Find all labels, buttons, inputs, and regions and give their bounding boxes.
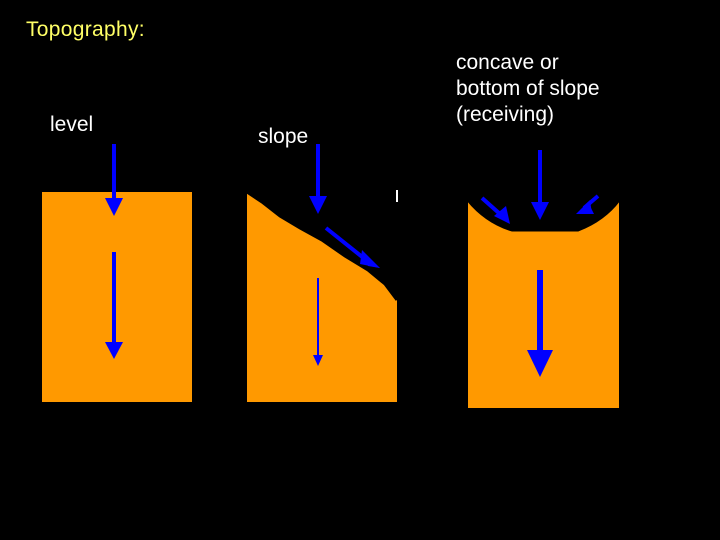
concave-soil-block [468,200,619,408]
slide-title: Topography: [26,18,145,41]
level-label: level [50,113,94,136]
level-infiltration-arrow [105,252,123,359]
concave-infiltration-arrow [527,270,553,377]
concave-label: concave or bottom of slope (receiving) [456,50,656,128]
concave-surface-line [466,199,621,232]
level-rain-arrow [105,144,123,216]
concave-label-line-3: (receiving) [456,103,555,126]
concave-label-line-2: bottom of slope [456,77,600,100]
slope-panel [246,144,399,402]
concave-label-line-1: concave or [456,51,559,74]
slope-label: slope [258,125,309,148]
concave-left-runon-arrow [480,196,510,224]
concave-panel [466,150,621,408]
slope-runoff-arrow [324,226,380,268]
concave-rain-arrow [531,150,549,220]
level-panel [42,144,192,402]
level-soil-block [42,192,192,402]
concave-right-runon-arrow [576,194,600,214]
slope-soil-block [247,192,397,402]
slope-infiltration-arrow [313,278,323,366]
slope-surface-line [246,190,399,301]
slope-rain-arrow [309,144,327,214]
